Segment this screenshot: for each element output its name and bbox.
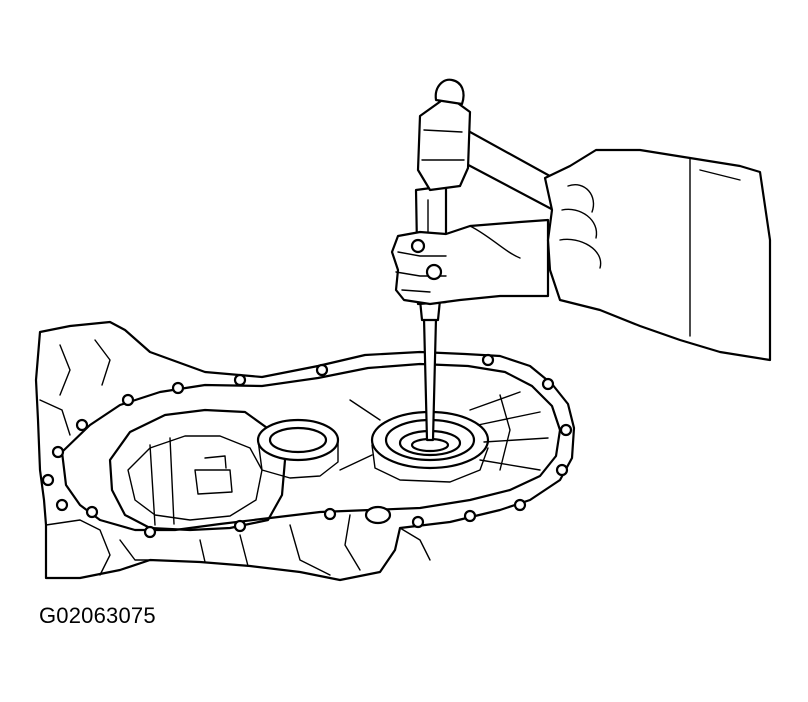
flange-bolt-holes [41,353,573,539]
right-hand [543,148,772,362]
left-hand [390,218,550,306]
figure-id-label: G02063075 [39,603,156,628]
transaxle-case [34,320,576,582]
